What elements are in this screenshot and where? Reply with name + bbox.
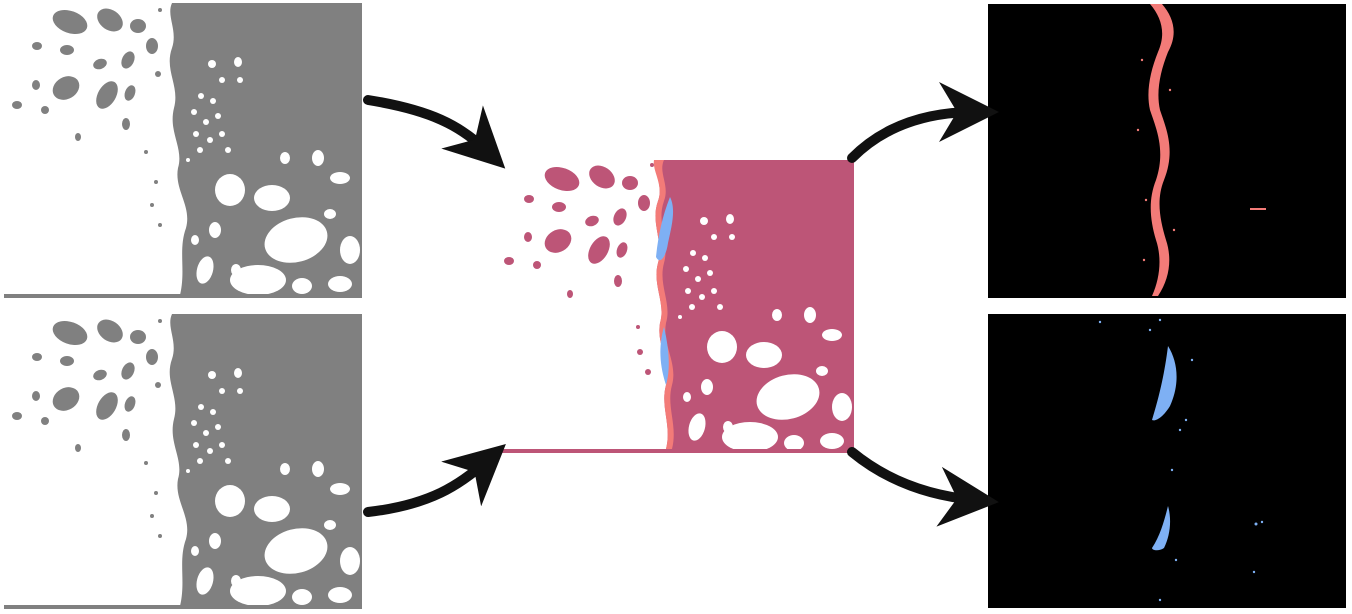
arrow-overlay-to-red bbox=[847, 82, 999, 163]
difference-panel-blue bbox=[988, 314, 1346, 608]
arrows bbox=[363, 82, 999, 527]
blue-difference-band bbox=[656, 197, 674, 261]
input-panel-b bbox=[0, 314, 363, 609]
input-panel-a bbox=[0, 3, 363, 298]
red-difference-band bbox=[653, 160, 674, 449]
arrow-input-a-to-overlay bbox=[363, 95, 506, 169]
overlay-panel bbox=[500, 160, 854, 453]
difference-panel-red bbox=[988, 4, 1346, 298]
arrow-input-b-to-overlay bbox=[363, 444, 506, 517]
arrow-overlay-to-blue bbox=[847, 447, 999, 527]
